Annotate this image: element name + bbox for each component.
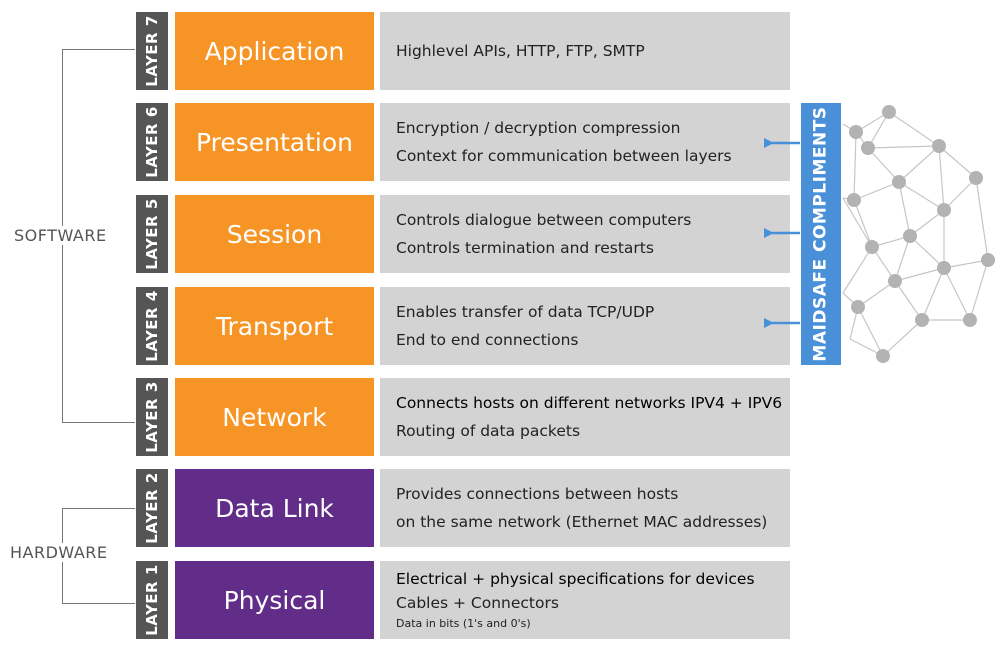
layer-5-tag: LAYER 5 (136, 195, 168, 273)
network-edge (943, 259, 989, 269)
network-node (882, 105, 896, 119)
maidsafe-arrows (764, 138, 800, 328)
layer-1-line-1: Electrical + physical specifications for… (396, 570, 755, 588)
network-edge (853, 199, 873, 248)
layer-2-name: Data Link (175, 469, 374, 547)
network-node (861, 141, 875, 155)
network-node (915, 313, 929, 327)
layer-5-name: Session (175, 195, 374, 273)
layer-7-description: Highlevel APIs, HTTP, FTP, SMTP (380, 12, 790, 90)
layer-1-line-2: Cables + Connectors (396, 594, 559, 612)
layer-3-line-2: Routing of data packets (396, 422, 581, 440)
network-edge (938, 145, 977, 179)
network-node (969, 171, 983, 185)
layer-2-line-2: on the same network (Ethernet MAC addres… (396, 513, 768, 531)
software-label: SOFTWARE (12, 226, 109, 245)
network-node (851, 300, 865, 314)
layer-4-tag: LAYER 4 (136, 287, 168, 365)
layer-1-tag: LAYER 1 (136, 561, 168, 639)
network-node (847, 193, 861, 207)
network-edge (921, 267, 945, 321)
layer-5-row: LAYER 5 Session Controls dialogue betwee… (0, 195, 1000, 273)
network-edge (943, 267, 971, 321)
layer-5-description: Controls dialogue between computers Cont… (380, 195, 790, 273)
network-edge (882, 319, 923, 357)
maidsafe-compliments-label: MAIDSAFE COMPLIMENTS (801, 103, 841, 365)
layer-6-description: Encryption / decryption compression Cont… (380, 103, 790, 181)
network-nodes (847, 105, 995, 363)
layer-3-line-1: Connects hosts on different networks IPV… (396, 394, 783, 412)
layer-7-line-1: Highlevel APIs, HTTP, FTP, SMTP (396, 42, 645, 60)
layer-3-description: Connects hosts on different networks IPV… (380, 378, 790, 456)
layer-6-row: LAYER 6 Presentation Encryption / decryp… (0, 103, 1000, 181)
layer-7-row: LAYER 7 Application Highlevel APIs, HTTP… (0, 12, 1000, 90)
network-edge (894, 235, 911, 282)
network-node (981, 253, 995, 267)
layer-1-note: Data in bits (1's and 0's) (396, 617, 531, 630)
layer-5-line-2: Controls termination and restarts (396, 239, 654, 257)
layer-5-line-1: Controls dialogue between computers (396, 211, 692, 229)
layer-6-line-1: Encryption / decryption compression (396, 119, 681, 137)
network-edge (898, 181, 945, 211)
network-node (876, 349, 890, 363)
layer-7-tag: LAYER 7 (136, 12, 168, 90)
network-edge (898, 181, 911, 237)
network-edge (867, 145, 940, 149)
network-node (937, 203, 951, 217)
network-edge (842, 197, 873, 248)
layer-2-line-1: Provides connections between hosts (396, 485, 679, 503)
network-node (849, 125, 863, 139)
network-edge (842, 246, 873, 294)
network-edge (894, 267, 945, 282)
network-node (888, 274, 902, 288)
network-edge (969, 259, 989, 321)
layer-2-tag: LAYER 2 (136, 469, 168, 547)
network-edge (909, 235, 945, 269)
network-edge (853, 131, 857, 201)
network-edge (894, 280, 923, 321)
layer-3-row: LAYER 3 Network Connects hosts on differ… (0, 378, 1000, 456)
layer-7-name: Application (175, 12, 374, 90)
layer-3-name: Network (175, 378, 374, 456)
layer-4-row: LAYER 4 Transport Enables transfer of da… (0, 287, 1000, 365)
network-edge (888, 111, 940, 147)
network-edge (938, 145, 945, 211)
network-node (932, 139, 946, 153)
network-edge (857, 280, 896, 308)
network-edge (853, 181, 900, 201)
layer-2-description: Provides connections between hosts on th… (380, 469, 790, 547)
layer-6-tag: LAYER 6 (136, 103, 168, 181)
layer-1-name: Physical (175, 561, 374, 639)
network-node (865, 240, 879, 254)
layer-3-tag: LAYER 3 (136, 378, 168, 456)
layer-4-line-2: End to end connections (396, 331, 579, 349)
network-edge (867, 147, 900, 183)
network-node (937, 261, 951, 275)
network-edge (909, 209, 945, 237)
layer-6-name: Presentation (175, 103, 374, 181)
network-node (903, 229, 917, 243)
layer-4-name: Transport (175, 287, 374, 365)
network-edge (943, 177, 977, 211)
layer-2-row: LAYER 2 Data Link Provides connections b… (0, 469, 1000, 547)
layer-4-line-1: Enables transfer of data TCP/UDP (396, 303, 655, 321)
layer-1-description: Electrical + physical specifications for… (380, 561, 790, 639)
layer-6-line-2: Context for communication between layers (396, 147, 732, 165)
hardware-label: HARDWARE (8, 543, 110, 562)
network-node (892, 175, 906, 189)
network-node (963, 313, 977, 327)
layer-4-description: Enables transfer of data TCP/UDP End to … (380, 287, 790, 365)
network-edge (898, 145, 940, 183)
layer-1-row: LAYER 1 Physical Electrical + physical s… (0, 561, 1000, 639)
network-edge (975, 177, 989, 261)
network-edge (857, 306, 884, 357)
